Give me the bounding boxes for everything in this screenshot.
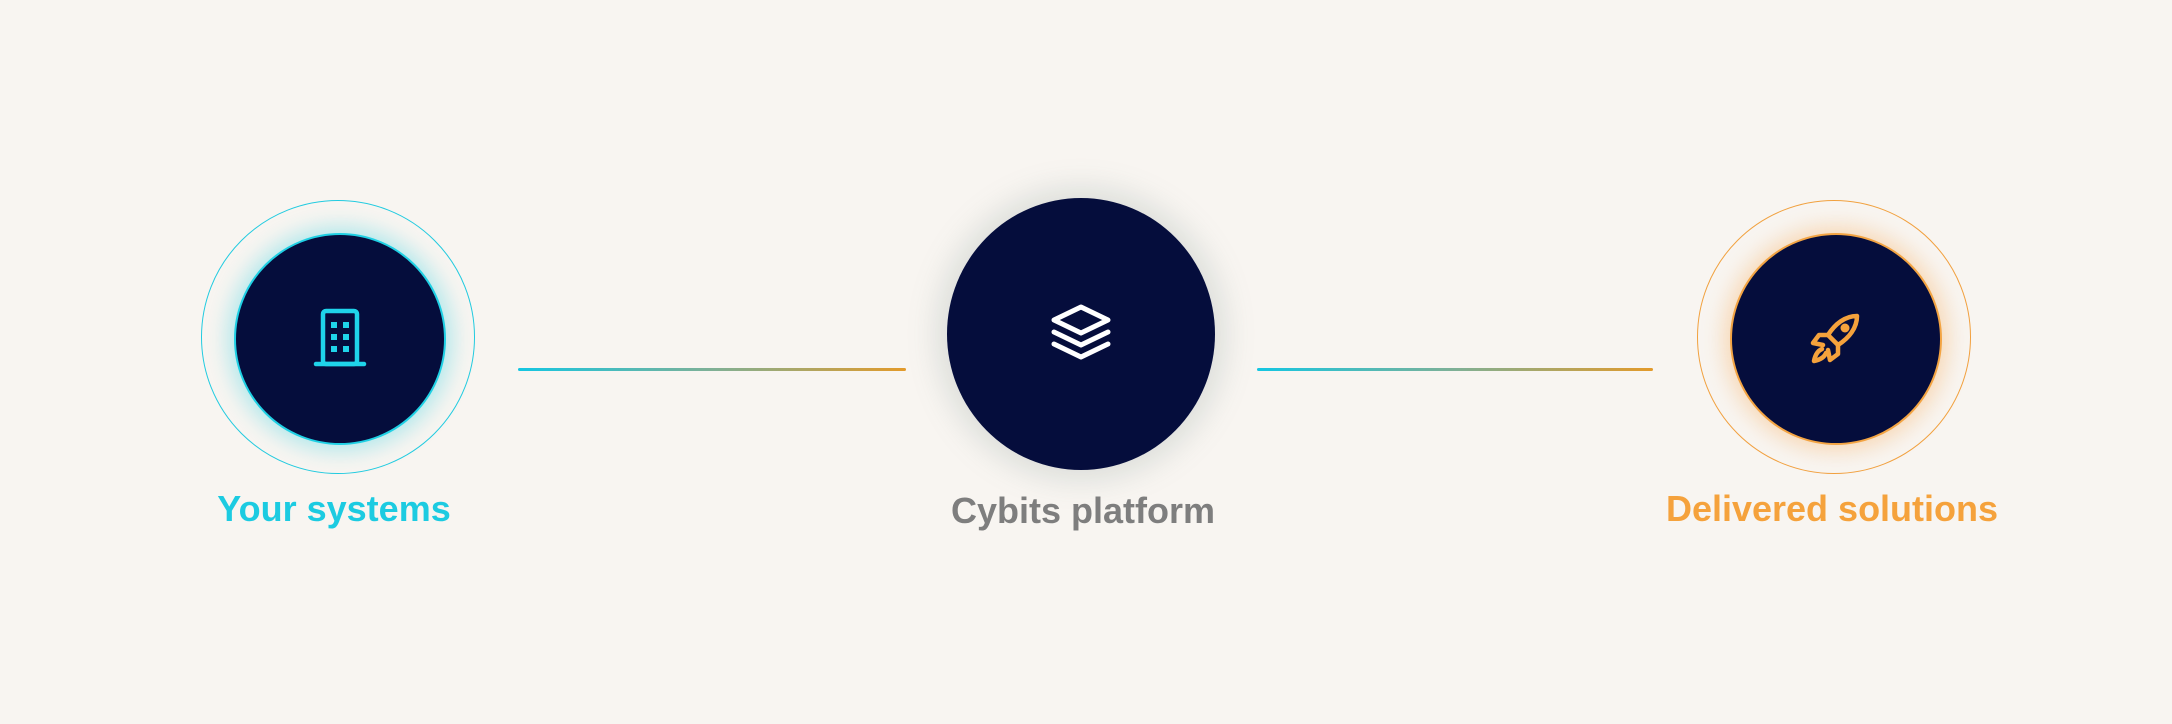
- layers-icon: [1046, 299, 1116, 369]
- your-systems-outer-ring: [201, 200, 475, 474]
- your-systems-label: Your systems: [217, 488, 451, 529]
- cybits-platform-label: Cybits platform: [950, 490, 1216, 531]
- your-systems-node: [234, 233, 446, 445]
- cybits-platform-node: [947, 198, 1215, 470]
- delivered-solutions-node: [1730, 233, 1942, 445]
- connector-line-right: [1257, 368, 1653, 371]
- building-icon: [306, 305, 374, 373]
- rocket-icon: [1801, 304, 1871, 374]
- delivered-solutions-label: Delivered solutions: [1665, 488, 1999, 529]
- connector-line-left: [518, 368, 906, 371]
- delivered-solutions-outer-ring: [1697, 200, 1971, 474]
